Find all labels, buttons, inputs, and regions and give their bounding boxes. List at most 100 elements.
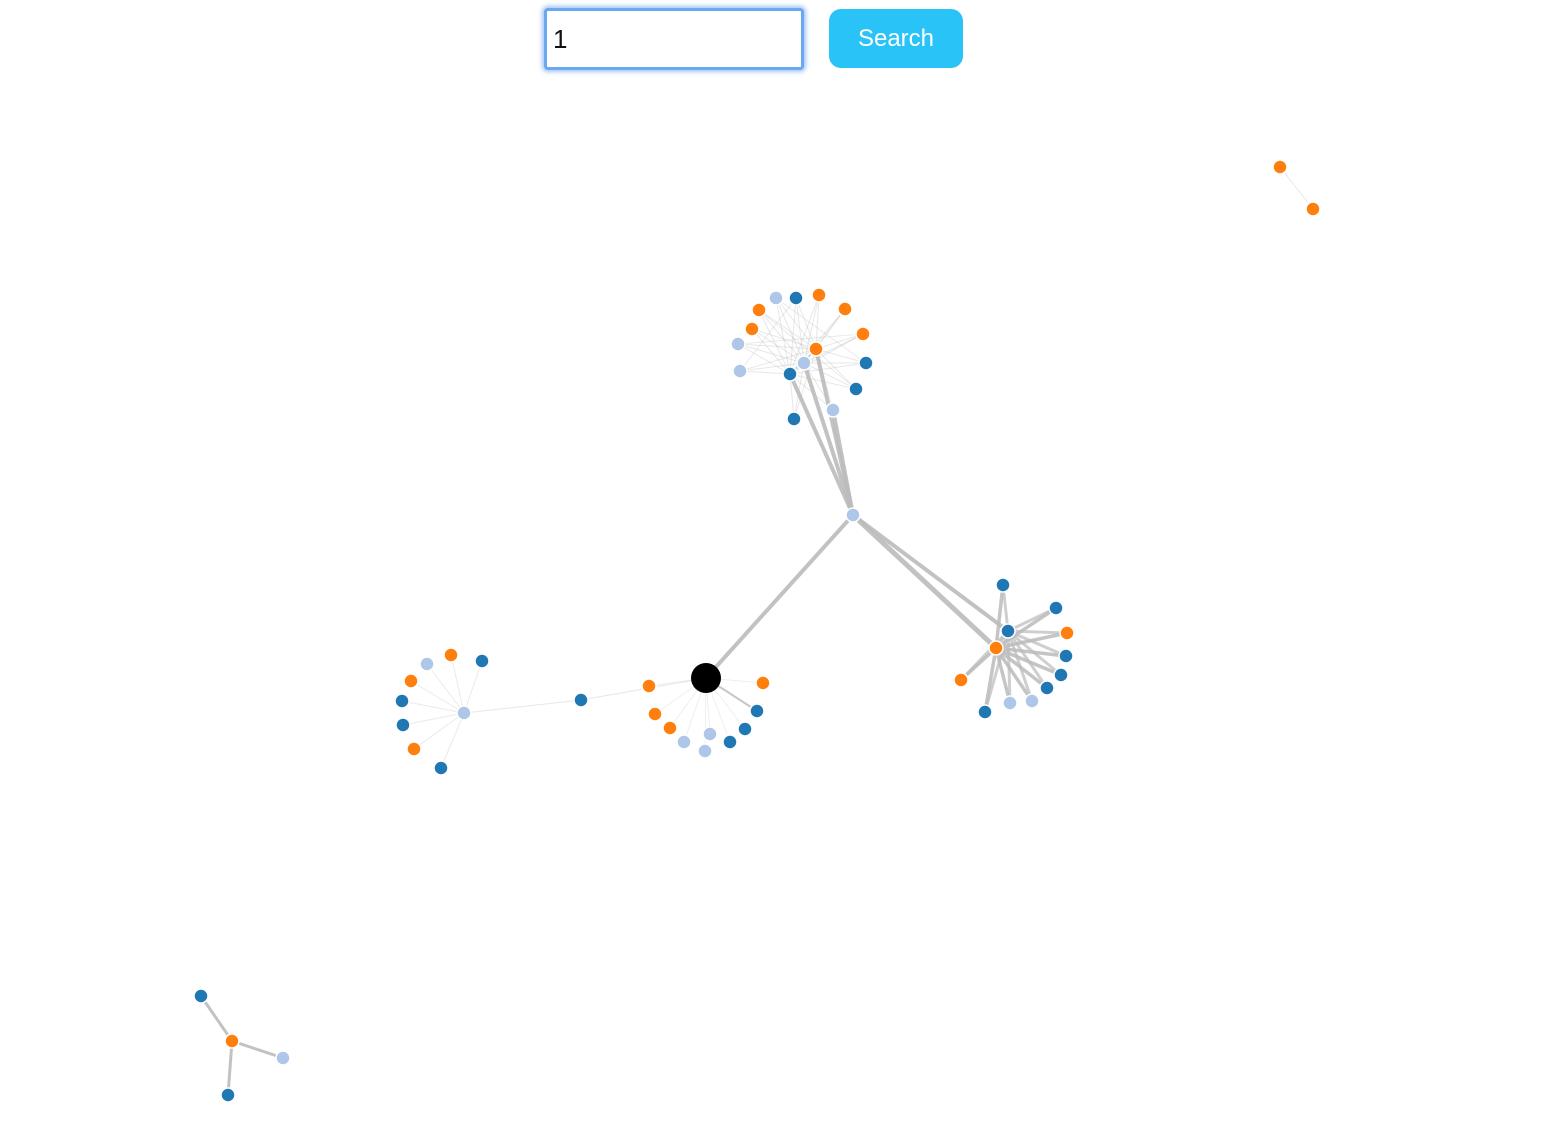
graph-node[interactable]: [1048, 600, 1064, 616]
graph-node[interactable]: [697, 743, 713, 759]
graph-node[interactable]: [755, 675, 771, 691]
graph-link: [851, 513, 1010, 633]
graph-link: [739, 362, 805, 372]
graph-node[interactable]: [744, 321, 760, 337]
graph-node[interactable]: [456, 705, 472, 721]
graph-link: [831, 409, 855, 516]
graph-node[interactable]: [433, 760, 449, 776]
graph-link: [751, 328, 805, 364]
graph-link: [751, 328, 791, 375]
graph-node[interactable]: [662, 720, 678, 736]
graph-node[interactable]: [1024, 693, 1040, 709]
graph-node[interactable]: [1002, 695, 1018, 711]
graph-link: [815, 308, 846, 350]
graph-node[interactable]: [676, 734, 692, 750]
graph-link: [739, 370, 791, 375]
graph-node[interactable]: [406, 741, 422, 757]
search-button[interactable]: Search: [829, 9, 963, 68]
graph-link: [410, 680, 465, 714]
search-bar: Search: [0, 0, 1560, 80]
graph-node[interactable]: [395, 717, 411, 733]
graph-node[interactable]: [845, 507, 861, 523]
graph-node[interactable]: [403, 673, 419, 689]
graph-link: [737, 333, 864, 345]
graph-link: [1006, 630, 1012, 704]
graph-node[interactable]: [275, 1050, 291, 1066]
graph-link: [758, 309, 805, 364]
graph-link: [1006, 630, 1034, 702]
graph-node[interactable]: [702, 726, 718, 742]
graph-node[interactable]: [1039, 680, 1055, 696]
graph-link: [751, 328, 817, 350]
graph-node[interactable]: [953, 672, 969, 688]
graph-link: [789, 373, 857, 390]
graph-node[interactable]: [732, 363, 748, 379]
graph-link: [789, 297, 797, 375]
graph-node[interactable]: [796, 355, 812, 371]
graph-link: [413, 712, 465, 750]
graph-link: [994, 647, 1012, 704]
graph-link: [231, 1039, 284, 1060]
graph-node[interactable]: [722, 734, 738, 750]
graph-link: [440, 712, 465, 769]
graph-node[interactable]: [786, 411, 802, 427]
graph-node[interactable]: [730, 336, 746, 352]
graph-node[interactable]: [573, 692, 589, 708]
graph-node[interactable]: [224, 1033, 240, 1049]
graph-link: [1007, 629, 1068, 635]
graph-node[interactable]: [768, 290, 784, 306]
graph-link: [789, 294, 820, 375]
graph-link: [1007, 606, 1057, 633]
graph-node[interactable]: [848, 381, 864, 397]
graph-link: [401, 700, 465, 714]
graph-link: [795, 297, 805, 364]
graph-node[interactable]: [737, 721, 753, 737]
graph-node[interactable]: [1305, 201, 1321, 217]
graph-node[interactable]: [855, 326, 871, 342]
graph-node[interactable]: [751, 302, 767, 318]
graph-node[interactable]: [641, 678, 657, 694]
graph-link: [803, 294, 820, 364]
graph-link: [851, 513, 998, 650]
graph-node[interactable]: [193, 988, 209, 1004]
graph-node[interactable]: [1000, 623, 1016, 639]
graph-node[interactable]: [825, 402, 841, 418]
graph-node[interactable]: [837, 301, 853, 317]
graph-link: [737, 343, 791, 375]
graph-link: [815, 348, 857, 390]
graph-node[interactable]: [647, 706, 663, 722]
graph-node[interactable]: [474, 653, 490, 669]
graph-node[interactable]: [995, 577, 1011, 593]
graph-link: [758, 309, 791, 375]
graph-nodes: [193, 159, 1321, 1103]
graph-node[interactable]: [443, 647, 459, 663]
graph-node[interactable]: [1058, 648, 1074, 664]
graph-node[interactable]: [749, 703, 765, 719]
graph-link: [803, 362, 834, 411]
graph-link: [788, 373, 855, 516]
graph-node[interactable]: [977, 704, 993, 720]
graph-node[interactable]: [1053, 667, 1069, 683]
search-input[interactable]: [544, 8, 804, 70]
graph-node[interactable]: [808, 341, 824, 357]
graph-node[interactable]: [988, 640, 1004, 656]
graph-node[interactable]: [1059, 625, 1075, 641]
graph-node[interactable]: [419, 656, 435, 672]
graph-node[interactable]: [220, 1087, 236, 1103]
graph-node[interactable]: [858, 355, 874, 371]
graph-link: [795, 297, 817, 350]
graph-node[interactable]: [394, 693, 410, 709]
graph-link: [737, 343, 817, 350]
graph-link: [758, 309, 817, 350]
graph-node[interactable]: [782, 366, 798, 382]
graph-node[interactable]: [1272, 159, 1288, 175]
graph-link: [789, 373, 834, 411]
graph-node[interactable]: [811, 287, 827, 303]
graph-link: [402, 712, 465, 726]
graph-link: [815, 333, 864, 350]
graph-link: [775, 297, 867, 364]
graph-node-selected[interactable]: [691, 663, 721, 693]
graph-link: [793, 348, 817, 420]
graph-node[interactable]: [788, 290, 804, 306]
